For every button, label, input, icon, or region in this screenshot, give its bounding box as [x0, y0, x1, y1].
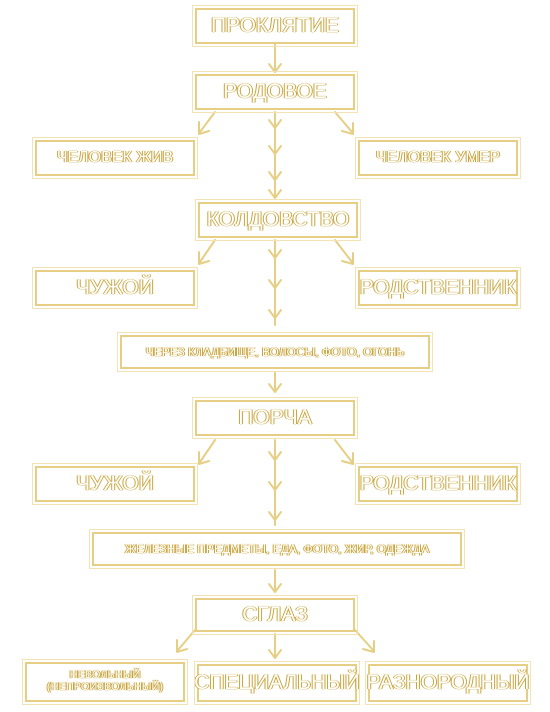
arrow-curse-to-ancestral [268, 43, 282, 73]
node-involuntary-line2: (НЕПРОИЗВОЛЬНЫЙ) [46, 681, 164, 693]
arrows-evil-eye-down [176, 629, 375, 659]
node-person-alive: ЧЕЛОВЕК ЖИВ [32, 137, 198, 179]
arrows-witchcraft-down [198, 239, 354, 326]
node-heterogeneous: РАЗНОРОДНЫЙ [365, 661, 531, 705]
node-witchcraft-foreign: ЧУЖОЙ [32, 267, 198, 309]
arrow-means-to-damage [268, 371, 282, 393]
node-involuntary: НЕВОЛЬНЫЙ (НЕПРОИЗВОЛЬНЫЙ) [22, 659, 188, 705]
node-curse: ПРОКЛЯТИЕ [192, 5, 358, 47]
arrow-means-to-evil-eye [268, 569, 282, 593]
node-ancestral: РОДОВОЕ [192, 71, 358, 113]
node-witchcraft-means: ЧЕРЕЗ КЛАДБИЩЕ, ВОЛОСЫ, ФОТО, ОГОНЬ [117, 332, 433, 372]
arrows-ancestral-down [198, 111, 354, 199]
arrows-damage-down [198, 439, 354, 526]
node-witchcraft: КОЛДОВСТВО [195, 199, 361, 241]
node-damage: ПОРЧА [192, 397, 358, 439]
node-involuntary-line1: НЕВОЛЬНЫЙ [69, 669, 141, 682]
node-damage-foreign: ЧУЖОЙ [32, 463, 198, 505]
node-evil-eye: СГЛАЗ [192, 595, 358, 635]
node-damage-means: ЖЕЛЕЗНЫЕ ПРЕДМЕТЫ, ЕДА, ФОТО, ЖИР, ОДЕЖД… [89, 529, 465, 569]
node-damage-relative: РОДСТВЕННИК [355, 463, 521, 505]
node-witchcraft-relative: РОДСТВЕННИК [355, 267, 521, 309]
node-person-dead: ЧЕЛОВЕК УМЕР [355, 137, 521, 179]
node-special: СПЕЦИАЛЬНЫЙ [194, 661, 360, 705]
